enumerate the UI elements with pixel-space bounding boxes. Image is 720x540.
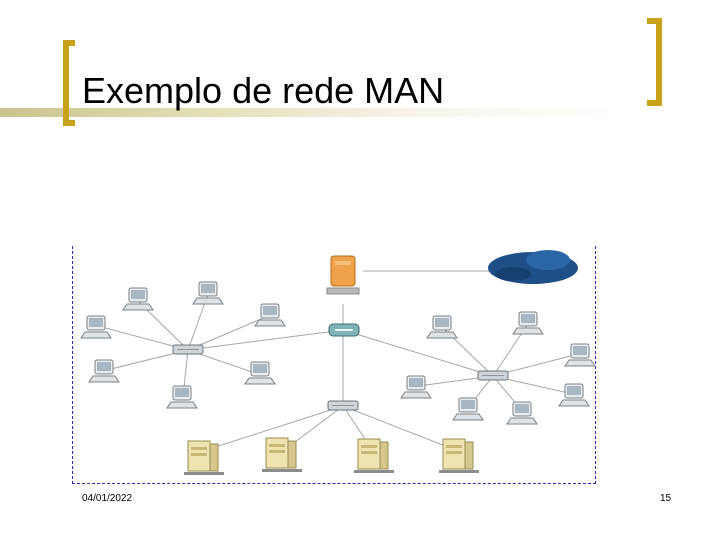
computer-icon [80,315,112,339]
slide-page-number: 15 [660,493,672,504]
computer-icon [122,287,154,311]
switch-icon [327,400,359,411]
slide-date: 04/01/2022 [82,493,133,504]
switch-icon [477,370,509,381]
computer-icon [506,401,538,425]
server-tower-icon [353,438,395,474]
computer-icon [558,383,590,407]
computer-icon [452,397,484,421]
title-underline-band [0,108,720,117]
server-tower-icon [183,440,225,476]
cloud-icon [488,250,578,284]
switch-icon [172,344,204,355]
router-icon [328,323,360,337]
right-bracket-decoration [647,18,662,106]
server-icon [326,255,360,295]
computer-icon [166,385,198,409]
computer-icon [192,281,224,305]
network-links [97,270,579,452]
computer-icon [244,361,276,385]
computer-icon [564,343,595,367]
slide-title: Exemplo de rede MAN [82,70,445,111]
man-network-diagram [72,246,596,484]
computer-icon [426,315,458,339]
server-tower-icon [438,438,480,474]
computer-icon [512,311,544,335]
left-bracket-decoration [63,40,75,126]
computer-icon [254,303,286,327]
server-tower-icon [261,437,303,473]
network-diagram-svg [80,250,595,476]
computer-icon [400,375,432,399]
computer-icon [88,359,120,383]
